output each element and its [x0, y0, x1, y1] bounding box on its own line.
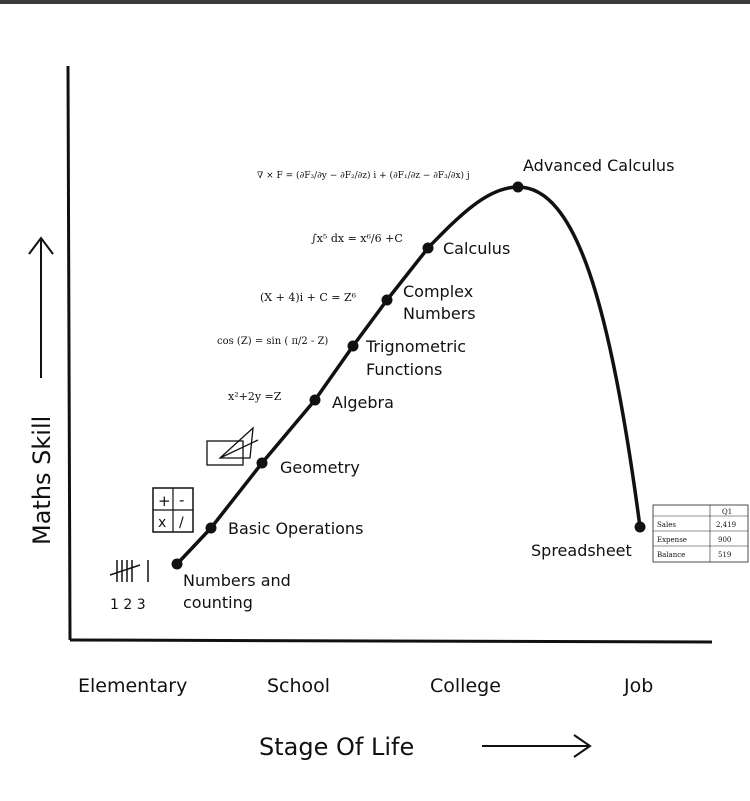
- op-plus: +: [158, 492, 171, 510]
- top-border: [0, 0, 750, 4]
- x-axis-title-group: Stage Of Life: [259, 733, 592, 761]
- algebra-formula: x²+2y =Z: [228, 390, 282, 403]
- point-calculus: [422, 242, 434, 254]
- label-advanced-calculus: Advanced Calculus: [523, 156, 674, 175]
- calculus-formula: ∫x⁵ dx = x⁶/6 +C: [311, 232, 403, 245]
- label-trig: Trignometric: [365, 337, 466, 356]
- x-axis-title: Stage Of Life: [259, 733, 414, 761]
- y-axis-arrow-head: [28, 236, 54, 255]
- x-stage-job: Job: [623, 675, 653, 697]
- label-spreadsheet: Spreadsheet: [531, 541, 632, 560]
- complex-formula: (X + 4)i + C = Z⁶: [260, 291, 357, 304]
- x-stage-school: School: [267, 675, 330, 697]
- point-spreadsheet: [634, 521, 646, 533]
- sheet-header: Q1: [722, 508, 732, 516]
- point-geometry: [256, 457, 268, 469]
- tally-doodle: [109, 560, 149, 582]
- label-complex: Complex: [403, 282, 473, 301]
- sheet-row-value-1: 900: [718, 536, 731, 544]
- y-axis-line: [66, 65, 72, 641]
- sheet-row-label-1: Expense: [657, 536, 687, 544]
- sheet-row-label-2: Balance: [657, 551, 685, 559]
- x-stage-college: College: [430, 675, 501, 697]
- point-complex: [381, 294, 393, 306]
- point-advanced-calculus: [512, 181, 524, 193]
- sheet-row-value-2: 519: [718, 551, 731, 559]
- geometry-doodle: [206, 426, 259, 466]
- tally-digits: 1 2 3: [110, 597, 146, 613]
- label-algebra: Algebra: [332, 393, 394, 412]
- y-axis-title-group: Maths Skill: [28, 236, 56, 545]
- label-complex-2: Numbers: [403, 304, 476, 323]
- op-divide: /: [179, 515, 184, 531]
- op-minus: -: [179, 491, 184, 509]
- point-algebra: [309, 394, 321, 406]
- label-trig-2: Functions: [366, 360, 442, 379]
- point-numbers: [171, 558, 183, 570]
- label-numbers-2: counting: [183, 593, 253, 612]
- x-axis-arrow-head: [573, 734, 592, 758]
- label-geometry: Geometry: [280, 458, 360, 477]
- label-basic-operations: Basic Operations: [228, 519, 363, 538]
- curl-formula: ∇ × F = (∂F₃/∂y − ∂F₂/∂z) i + (∂F₁/∂z − …: [257, 170, 470, 181]
- trig-formula: cos (Z) = sin ( π/2 - Z): [217, 336, 328, 347]
- x-axis-line: [69, 638, 713, 644]
- point-basic-operations: [205, 522, 217, 534]
- spreadsheet-table: Q1 Sales 2,419 Expense 900 Balance 519: [652, 504, 749, 563]
- x-stage-elementary: Elementary: [78, 675, 187, 697]
- point-trig: [347, 340, 359, 352]
- sheet-row-value-0: 2,419: [716, 521, 736, 529]
- sheet-row-label-0: Sales: [657, 521, 676, 529]
- operations-grid-doodle: + - x /: [152, 487, 194, 533]
- y-axis-title: Maths Skill: [28, 416, 56, 545]
- label-calculus: Calculus: [443, 239, 510, 258]
- op-times: x: [158, 515, 166, 531]
- label-numbers: Numbers and: [183, 571, 291, 590]
